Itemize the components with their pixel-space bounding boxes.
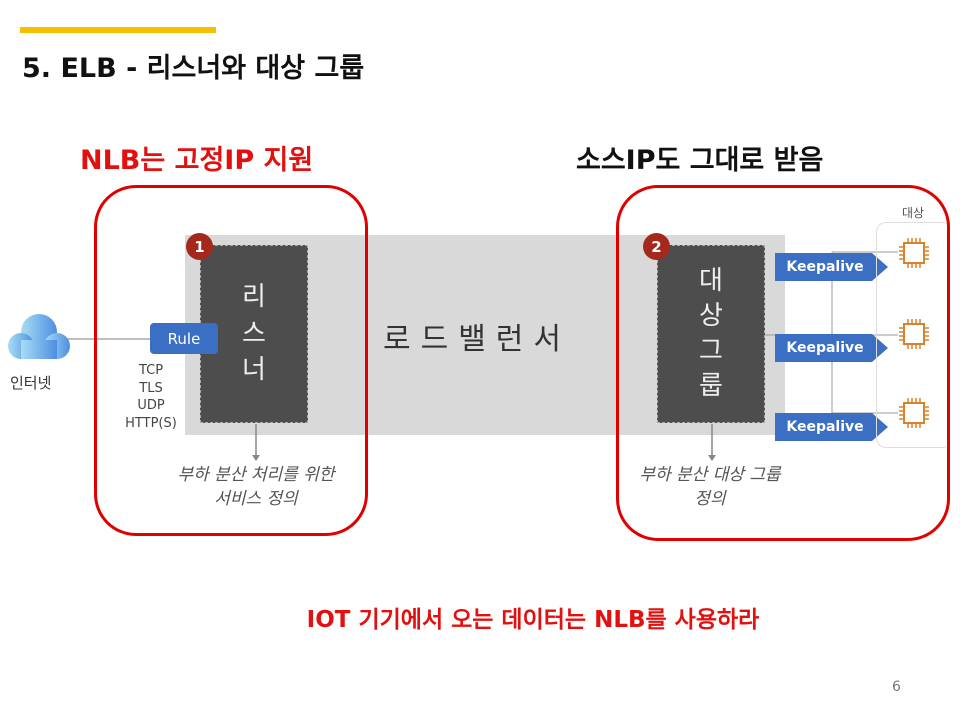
keepalive-arrow: Keepalive <box>775 413 888 441</box>
listener-badge: 1 <box>186 233 213 260</box>
page-number: 6 <box>892 679 901 695</box>
highlight-box-target-group <box>616 185 950 541</box>
listener-note-line: 서비스 정의 <box>214 489 298 509</box>
protocol-list: TCP TLS UDP HTTP(S) <box>112 362 190 432</box>
internet-label: 인터넷 <box>10 374 52 392</box>
left-heading: NLB는 고정IP 지원 <box>80 145 314 176</box>
protocol-item: TLS <box>139 380 163 396</box>
bottom-note: IOT 기기에서 오는 데이터는 NLB를 사용하라 <box>306 607 760 633</box>
keepalive-label: Keepalive <box>786 259 864 275</box>
target-group-badge: 2 <box>643 233 670 260</box>
listener-note: 부하 분산 처리를 위한 서비스 정의 <box>156 463 356 511</box>
target-group-char: 상 <box>699 300 723 331</box>
chip-icon <box>899 398 929 428</box>
keepalive-arrow: Keepalive <box>775 253 888 281</box>
protocol-item: TCP <box>138 363 164 378</box>
target-group-note: 부하 분산 대상 그룹 정의 <box>610 463 810 511</box>
highlight-box-listener <box>94 185 368 536</box>
listener-char: 너 <box>242 355 266 386</box>
keepalive-label: Keepalive <box>786 340 864 356</box>
slide-title: 5. ELB - 리스너와 대상 그룹 <box>22 53 365 84</box>
target-group-char: 그 <box>699 336 723 366</box>
listener-box: 리 스 너 <box>200 245 308 423</box>
keepalive-label: Keepalive <box>786 419 864 435</box>
rule-box: Rule <box>150 323 218 354</box>
internet-cloud-icon <box>8 314 70 359</box>
target-group-note-line: 정의 <box>694 489 726 509</box>
target-group-char: 대 <box>699 265 723 296</box>
target-group-note-line: 부하 분산 대상 그룹 <box>639 465 781 485</box>
chip-icon <box>899 238 929 268</box>
accent-bar <box>20 27 216 33</box>
listener-note-line: 부하 분산 처리를 위한 <box>177 465 335 485</box>
listener-char: 리 <box>242 282 266 313</box>
target-group-box: 대 상 그 룹 <box>657 245 765 423</box>
target-group-char: 룹 <box>699 371 723 402</box>
chip-icon <box>899 319 929 349</box>
load-balancer-label: 로드밸런서 <box>383 322 571 357</box>
protocol-item: UDP <box>137 398 165 413</box>
protocol-item: HTTP(S) <box>125 415 177 431</box>
listener-char: 스 <box>242 318 266 349</box>
keepalive-arrow: Keepalive <box>775 334 888 362</box>
right-heading: 소스IP도 그대로 받음 <box>576 145 824 176</box>
